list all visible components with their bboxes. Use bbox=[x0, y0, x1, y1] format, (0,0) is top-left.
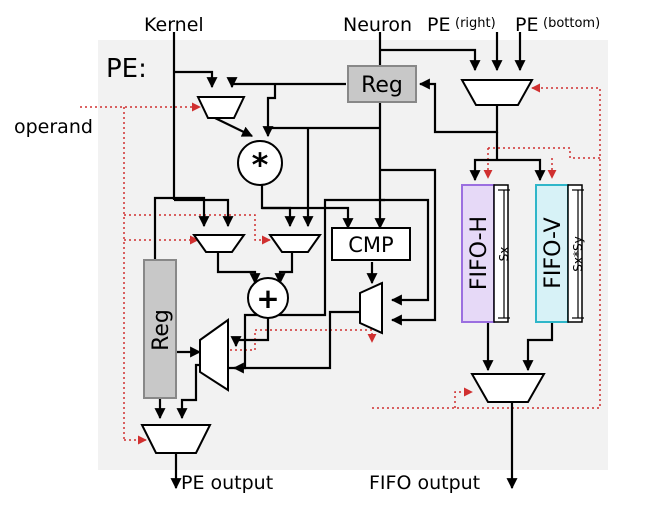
fifo-v-label: FIFO-V bbox=[541, 217, 566, 288]
mux-d bbox=[359, 281, 383, 335]
multiplier bbox=[237, 140, 283, 186]
mux-c bbox=[268, 234, 322, 253]
mux-e bbox=[199, 318, 229, 392]
mux-top-neuron bbox=[460, 79, 534, 106]
mux-fifo-output bbox=[470, 373, 546, 403]
fifo-v-box bbox=[535, 184, 569, 323]
fifo-h-label: FIFO-H bbox=[467, 216, 492, 290]
mux-a bbox=[196, 96, 246, 119]
reg-left-label: Reg bbox=[149, 309, 174, 351]
reg-left-box bbox=[143, 259, 177, 399]
pe-output-label: PE output bbox=[181, 472, 273, 494]
operand-label: operand bbox=[14, 116, 93, 138]
neuron-label: Neuron bbox=[343, 14, 412, 36]
mux-pe-output bbox=[140, 424, 212, 454]
fifo-h-size: Sx bbox=[497, 247, 511, 262]
pe-bottom-label-main: PE bbox=[515, 14, 538, 36]
pe-bottom-label-sub: (bottom) bbox=[543, 16, 600, 31]
mux-b bbox=[192, 234, 246, 253]
pe-right-label-sub: (right) bbox=[455, 16, 496, 31]
fifo-v-size: Sx*Sy bbox=[571, 236, 585, 271]
kernel-label: Kernel bbox=[144, 14, 204, 36]
multiply-symbol: * bbox=[252, 146, 269, 184]
pe-title: PE: bbox=[106, 54, 147, 84]
cmp-label: CMP bbox=[348, 233, 393, 257]
cmp-box bbox=[331, 227, 411, 261]
fifo-h-box bbox=[461, 184, 495, 323]
add-symbol: + bbox=[256, 282, 279, 315]
reg-top-box bbox=[347, 65, 417, 103]
reg-top-label: Reg bbox=[361, 73, 403, 98]
adder bbox=[247, 277, 289, 319]
fifo-output-label: FIFO output bbox=[369, 472, 480, 494]
data-wires bbox=[153, 32, 554, 490]
pe-right-label-main: PE bbox=[427, 14, 450, 36]
